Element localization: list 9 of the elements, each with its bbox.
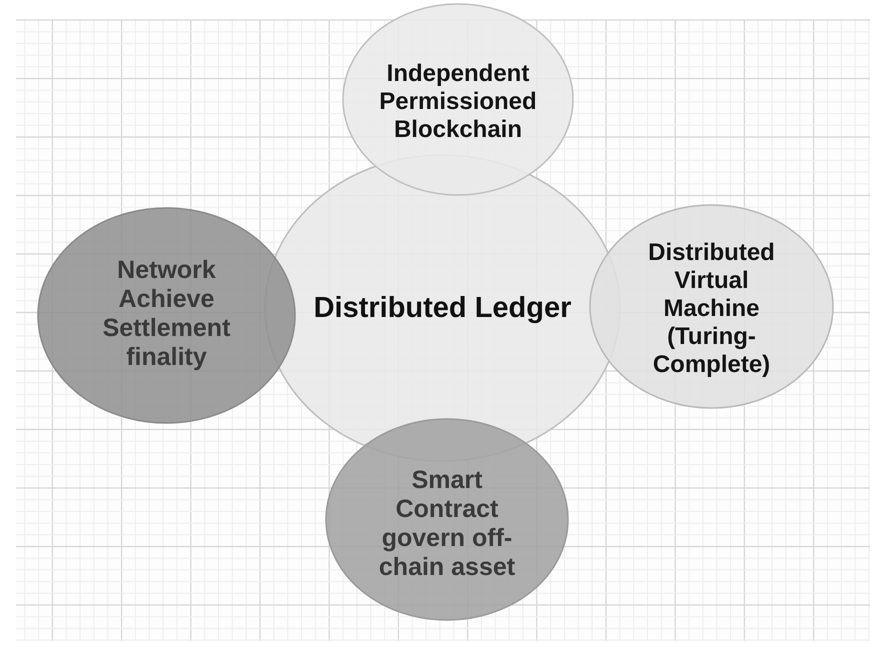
node-label: Distributed Virtual Machine (Turing-Complete) — [647, 238, 776, 378]
ellipse-node — [589, 204, 834, 409]
ellipse-node — [325, 418, 569, 621]
node-label: Network Achieve Settlement finality — [102, 256, 232, 372]
node-label: Smart Contract govern off-chain asset — [378, 466, 516, 582]
node-label: Independent Permissioned Blockchain — [378, 60, 538, 144]
node-label: Distributed Ledger — [314, 292, 572, 324]
ellipse-node — [37, 207, 296, 424]
ellipse-node — [342, 3, 574, 196]
